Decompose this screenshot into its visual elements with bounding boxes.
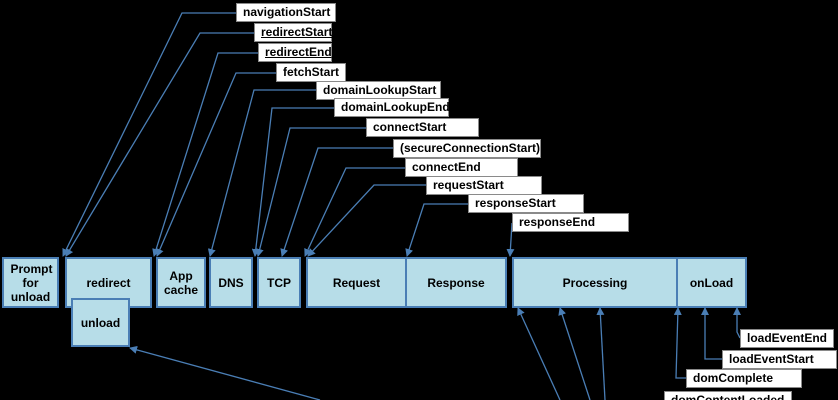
phase-app-cache-label: App cache: [164, 268, 199, 297]
phase-prompt-for-unload: Prompt for unload: [2, 257, 59, 308]
label-connect-start: connectStart: [366, 118, 479, 137]
arrow-unload: [129, 345, 321, 400]
phase-response-label: Response: [427, 275, 485, 290]
arrow-response-start: [405, 203, 468, 257]
phase-unload-label: unload: [80, 315, 121, 330]
phase-onload: onLoad: [676, 257, 747, 308]
label-redirect-end: redirectEnd: [258, 43, 332, 62]
label-redirect-start: redirectStart: [254, 23, 332, 42]
phase-redirect-label: redirect: [86, 275, 131, 290]
phase-processing-label: Processing: [562, 275, 628, 290]
phase-dns-label: DNS: [218, 275, 244, 290]
phase-tcp-label: TCP: [267, 275, 291, 290]
arrow-redirect-start: [65, 32, 254, 257]
arrow-domain-lookup-start: [207, 89, 316, 257]
label-load-event-start: loadEventStart: [722, 350, 837, 369]
label-dom-content-loaded: domContentLoaded: [664, 391, 792, 400]
label-connect-end: connectEnd: [405, 158, 518, 177]
arrow-response-end: [506, 222, 515, 257]
arrow-dom-content-loaded-1: [596, 307, 606, 400]
arrow-request-start: [307, 184, 426, 257]
arrow-secure-connection-start: [280, 147, 393, 257]
label-load-event-end: loadEventEnd: [740, 329, 834, 348]
phase-request-label: Request: [332, 275, 381, 290]
label-domain-lookup-end: domainLookupEnd: [334, 98, 450, 117]
label-request-start: requestStart: [426, 176, 542, 195]
label-navigation-start: navigationStart: [236, 3, 336, 22]
label-response-start: responseStart: [468, 194, 584, 213]
phase-response: Response: [405, 257, 507, 308]
label-fetch-start: fetchStart: [276, 63, 346, 82]
arrow-connect-start: [255, 127, 366, 257]
arrow-dom-complete: [673, 307, 686, 379]
arrow-domain-lookup-end: [251, 107, 334, 257]
arrow-load-event-end: [733, 307, 741, 339]
phase-processing: Processing: [512, 257, 678, 308]
label-response-end: responseEnd: [512, 213, 629, 232]
phase-app-cache: App cache: [156, 257, 206, 308]
arrow-dom-content-loaded-2: [558, 307, 591, 400]
arrow-load-event-start: [701, 307, 722, 360]
arrow-redirect-end: [152, 52, 258, 257]
phase-onload-label: onLoad: [689, 275, 734, 290]
phase-request: Request: [306, 257, 407, 308]
label-dom-complete: domComplete: [686, 369, 802, 388]
phase-prompt-for-unload-label: Prompt for unload: [10, 261, 53, 304]
arrow-navigation-start: [62, 12, 236, 257]
phase-tcp: TCP: [257, 257, 301, 308]
phase-dns: DNS: [209, 257, 253, 308]
arrow-connect-end: [304, 167, 405, 257]
arrow-fetch-start: [156, 72, 276, 257]
arrow-dom-content-loaded-3: [517, 307, 561, 400]
phase-unload: unload: [71, 298, 130, 347]
label-secure-connection-start: (secureConnectionStart): [393, 139, 541, 158]
